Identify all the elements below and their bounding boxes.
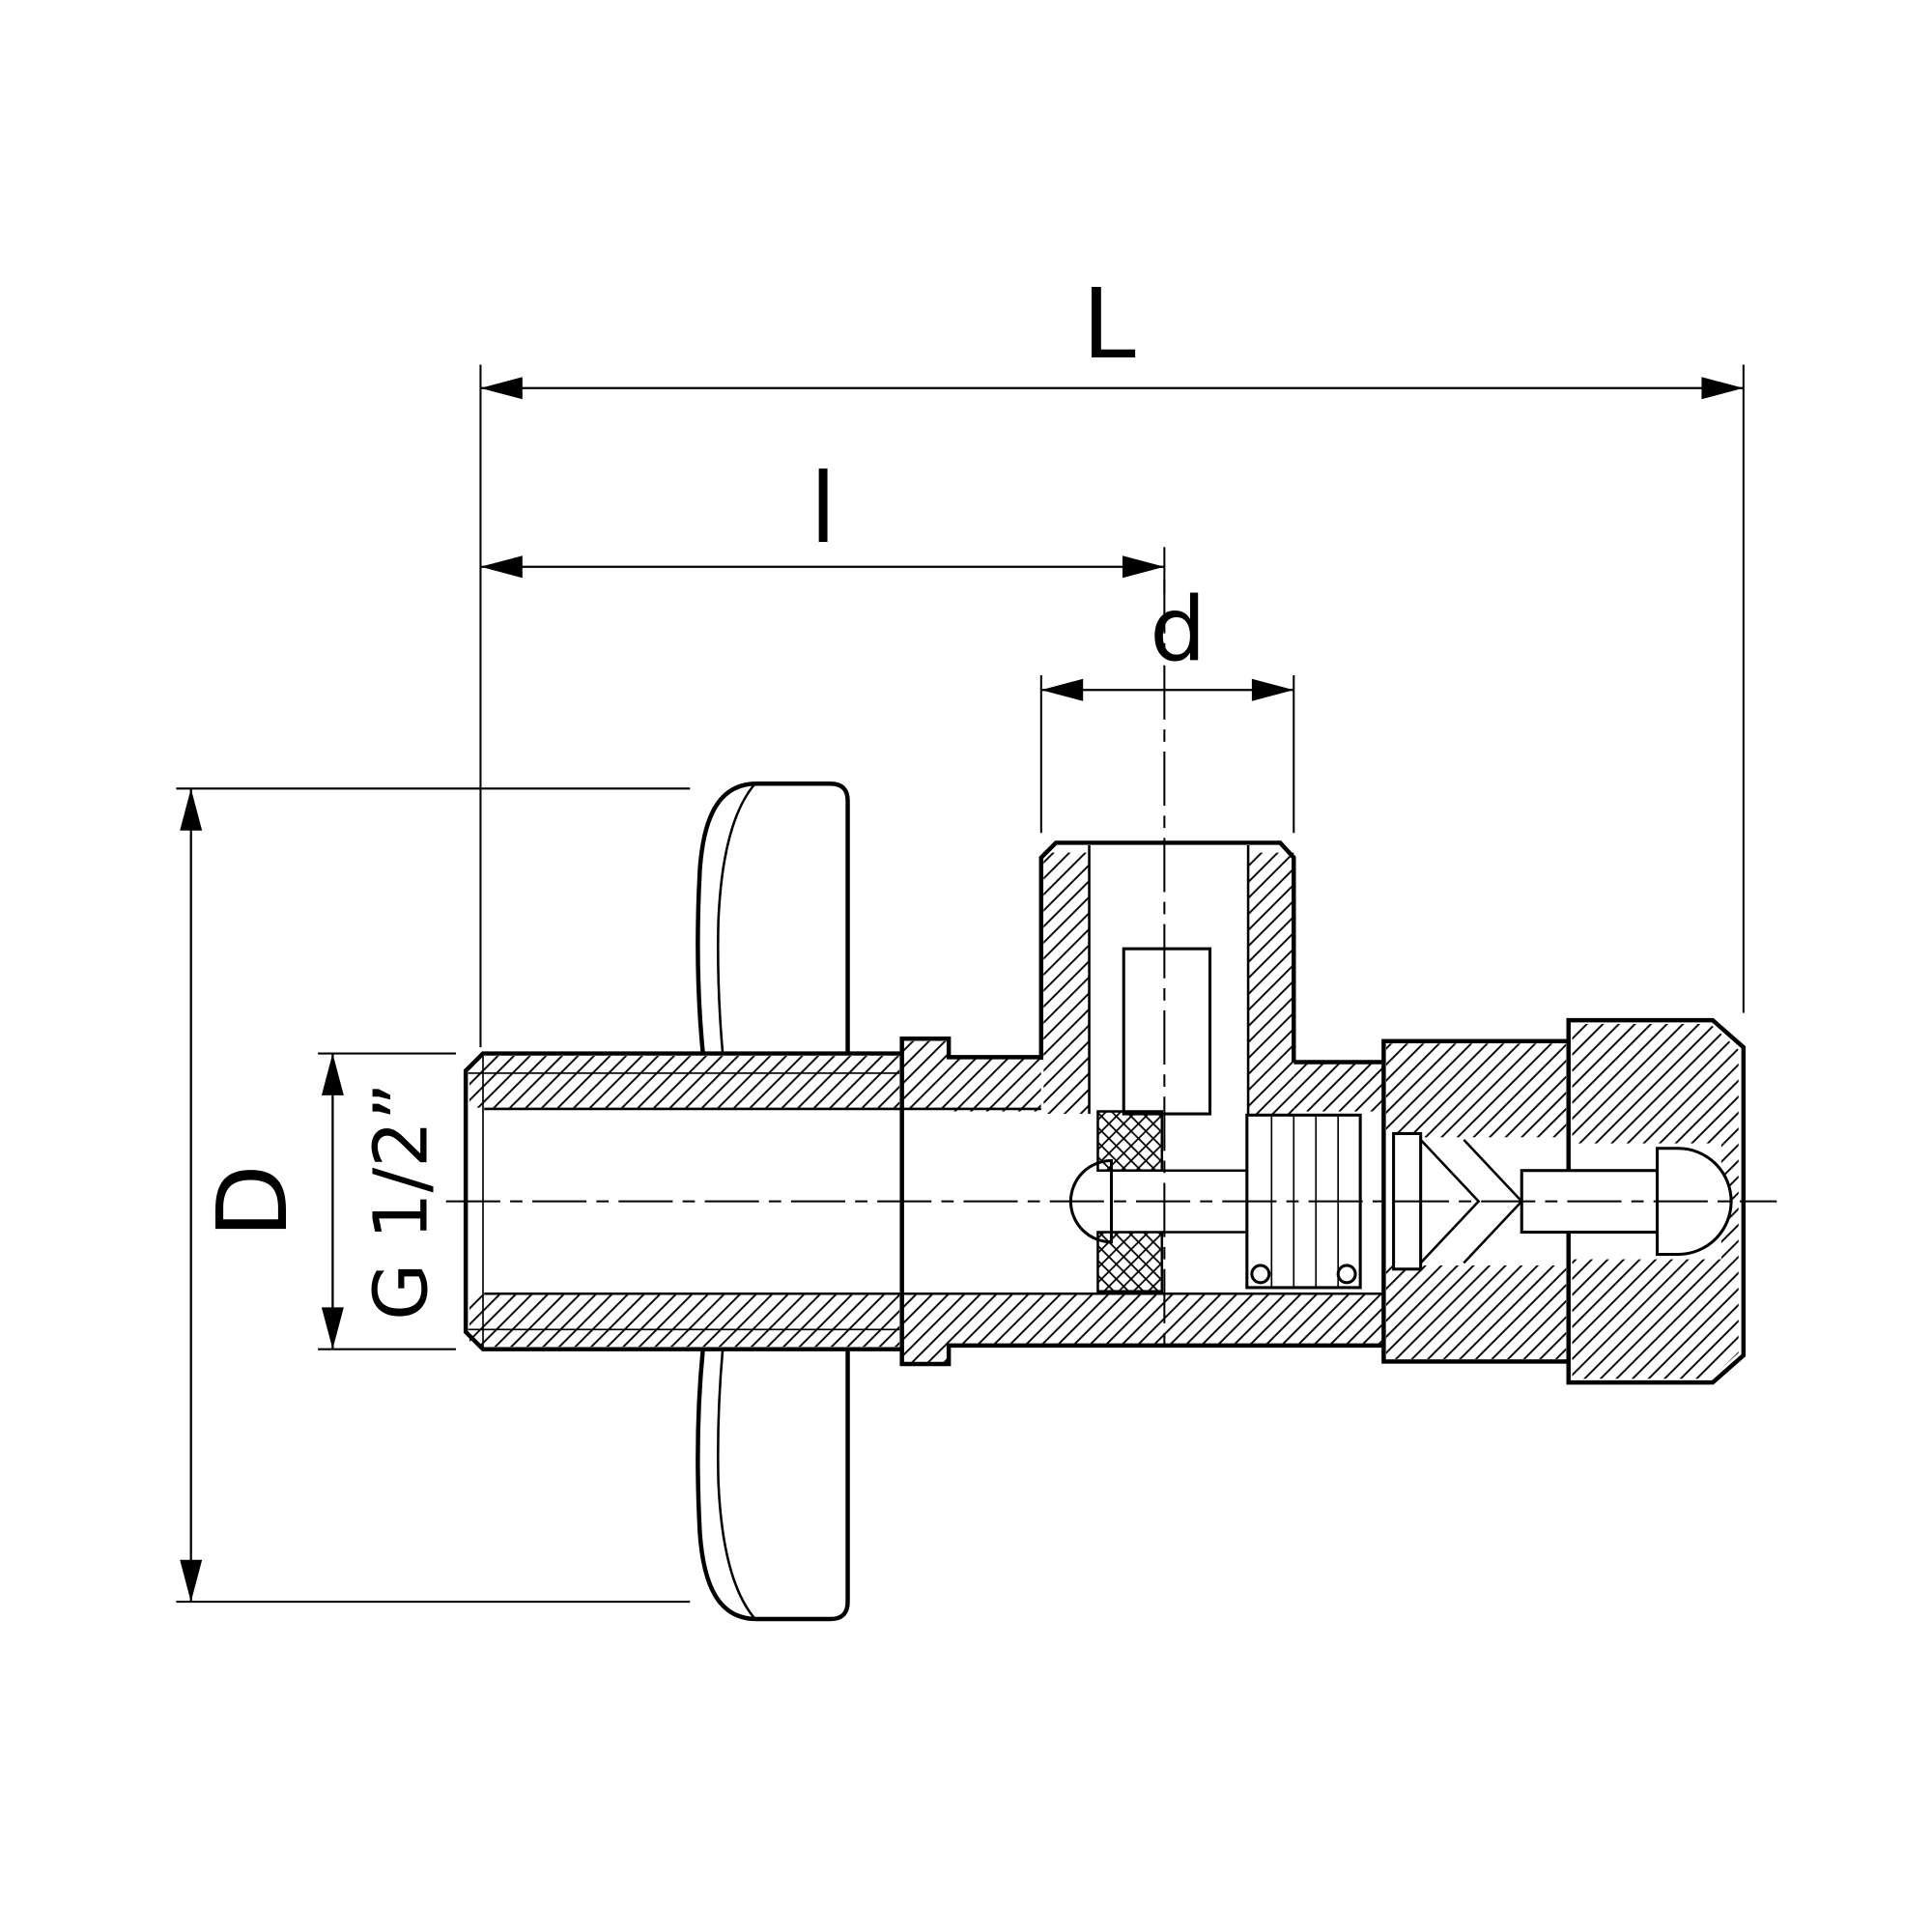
dimension-l-label: l bbox=[810, 454, 837, 565]
valve-handle bbox=[696, 781, 850, 1622]
arrowhead-left bbox=[1040, 678, 1084, 701]
body-top-step-outline bbox=[899, 1037, 1041, 1060]
hatch-region bbox=[949, 1057, 1041, 1112]
arrowhead-right bbox=[1122, 555, 1165, 579]
handle-top-wing bbox=[696, 781, 850, 1063]
o-ring bbox=[1250, 1264, 1271, 1285]
valve-body-section bbox=[484, 1037, 1384, 1367]
dimension-L-label: L bbox=[1082, 270, 1135, 381]
o-ring bbox=[1336, 1264, 1357, 1285]
packing-seal bbox=[1096, 1110, 1164, 1173]
arrowhead-left bbox=[480, 555, 523, 579]
arrowhead-top bbox=[180, 788, 203, 831]
packing-seal bbox=[1096, 1231, 1164, 1293]
hatch-region bbox=[1248, 852, 1294, 1115]
centerlines bbox=[445, 579, 1777, 1353]
hatch-region bbox=[469, 1056, 900, 1108]
arrowhead-right bbox=[1251, 678, 1294, 701]
handle-top-wing-contour bbox=[717, 783, 755, 1061]
arrowhead-bottom bbox=[321, 1307, 344, 1350]
dimension-D-label: D bbox=[198, 1164, 309, 1238]
dimension-thread-label: G 1/2” bbox=[358, 1082, 444, 1320]
hatch-region bbox=[1385, 1264, 1567, 1359]
outlet-port-outline bbox=[1038, 840, 1296, 1063]
dimension-l: l bbox=[480, 454, 1166, 594]
hatch-region bbox=[469, 1294, 900, 1348]
arrowhead-top bbox=[321, 1053, 344, 1095]
hatch-region bbox=[1572, 1023, 1739, 1144]
body-bottom-outline bbox=[899, 1343, 1384, 1367]
hatch-region bbox=[1293, 1062, 1384, 1112]
dimension-thread: G 1/2” bbox=[318, 1052, 456, 1350]
hatch-region bbox=[1572, 1259, 1739, 1379]
valve-stem bbox=[1122, 947, 1212, 1116]
dimension-d: d bbox=[1039, 579, 1295, 834]
arrowhead-bottom bbox=[180, 1559, 203, 1603]
poppet-cone-line bbox=[1419, 1138, 1481, 1264]
dimension-D: D bbox=[176, 787, 691, 1604]
dimension-d-label: d bbox=[1150, 579, 1206, 682]
arrowhead-left bbox=[480, 377, 523, 400]
hatch-region bbox=[902, 1293, 1384, 1346]
hatch-region bbox=[1043, 852, 1090, 1115]
handle-bottom-wing bbox=[696, 1341, 850, 1622]
dimension-L: L bbox=[479, 270, 1745, 1048]
hatch-region bbox=[1385, 1043, 1567, 1138]
hatch-region bbox=[902, 1040, 950, 1109]
hatch-region bbox=[902, 1345, 950, 1363]
arrowhead-right bbox=[1701, 377, 1744, 400]
handle-bottom-wing-contour bbox=[717, 1343, 755, 1619]
